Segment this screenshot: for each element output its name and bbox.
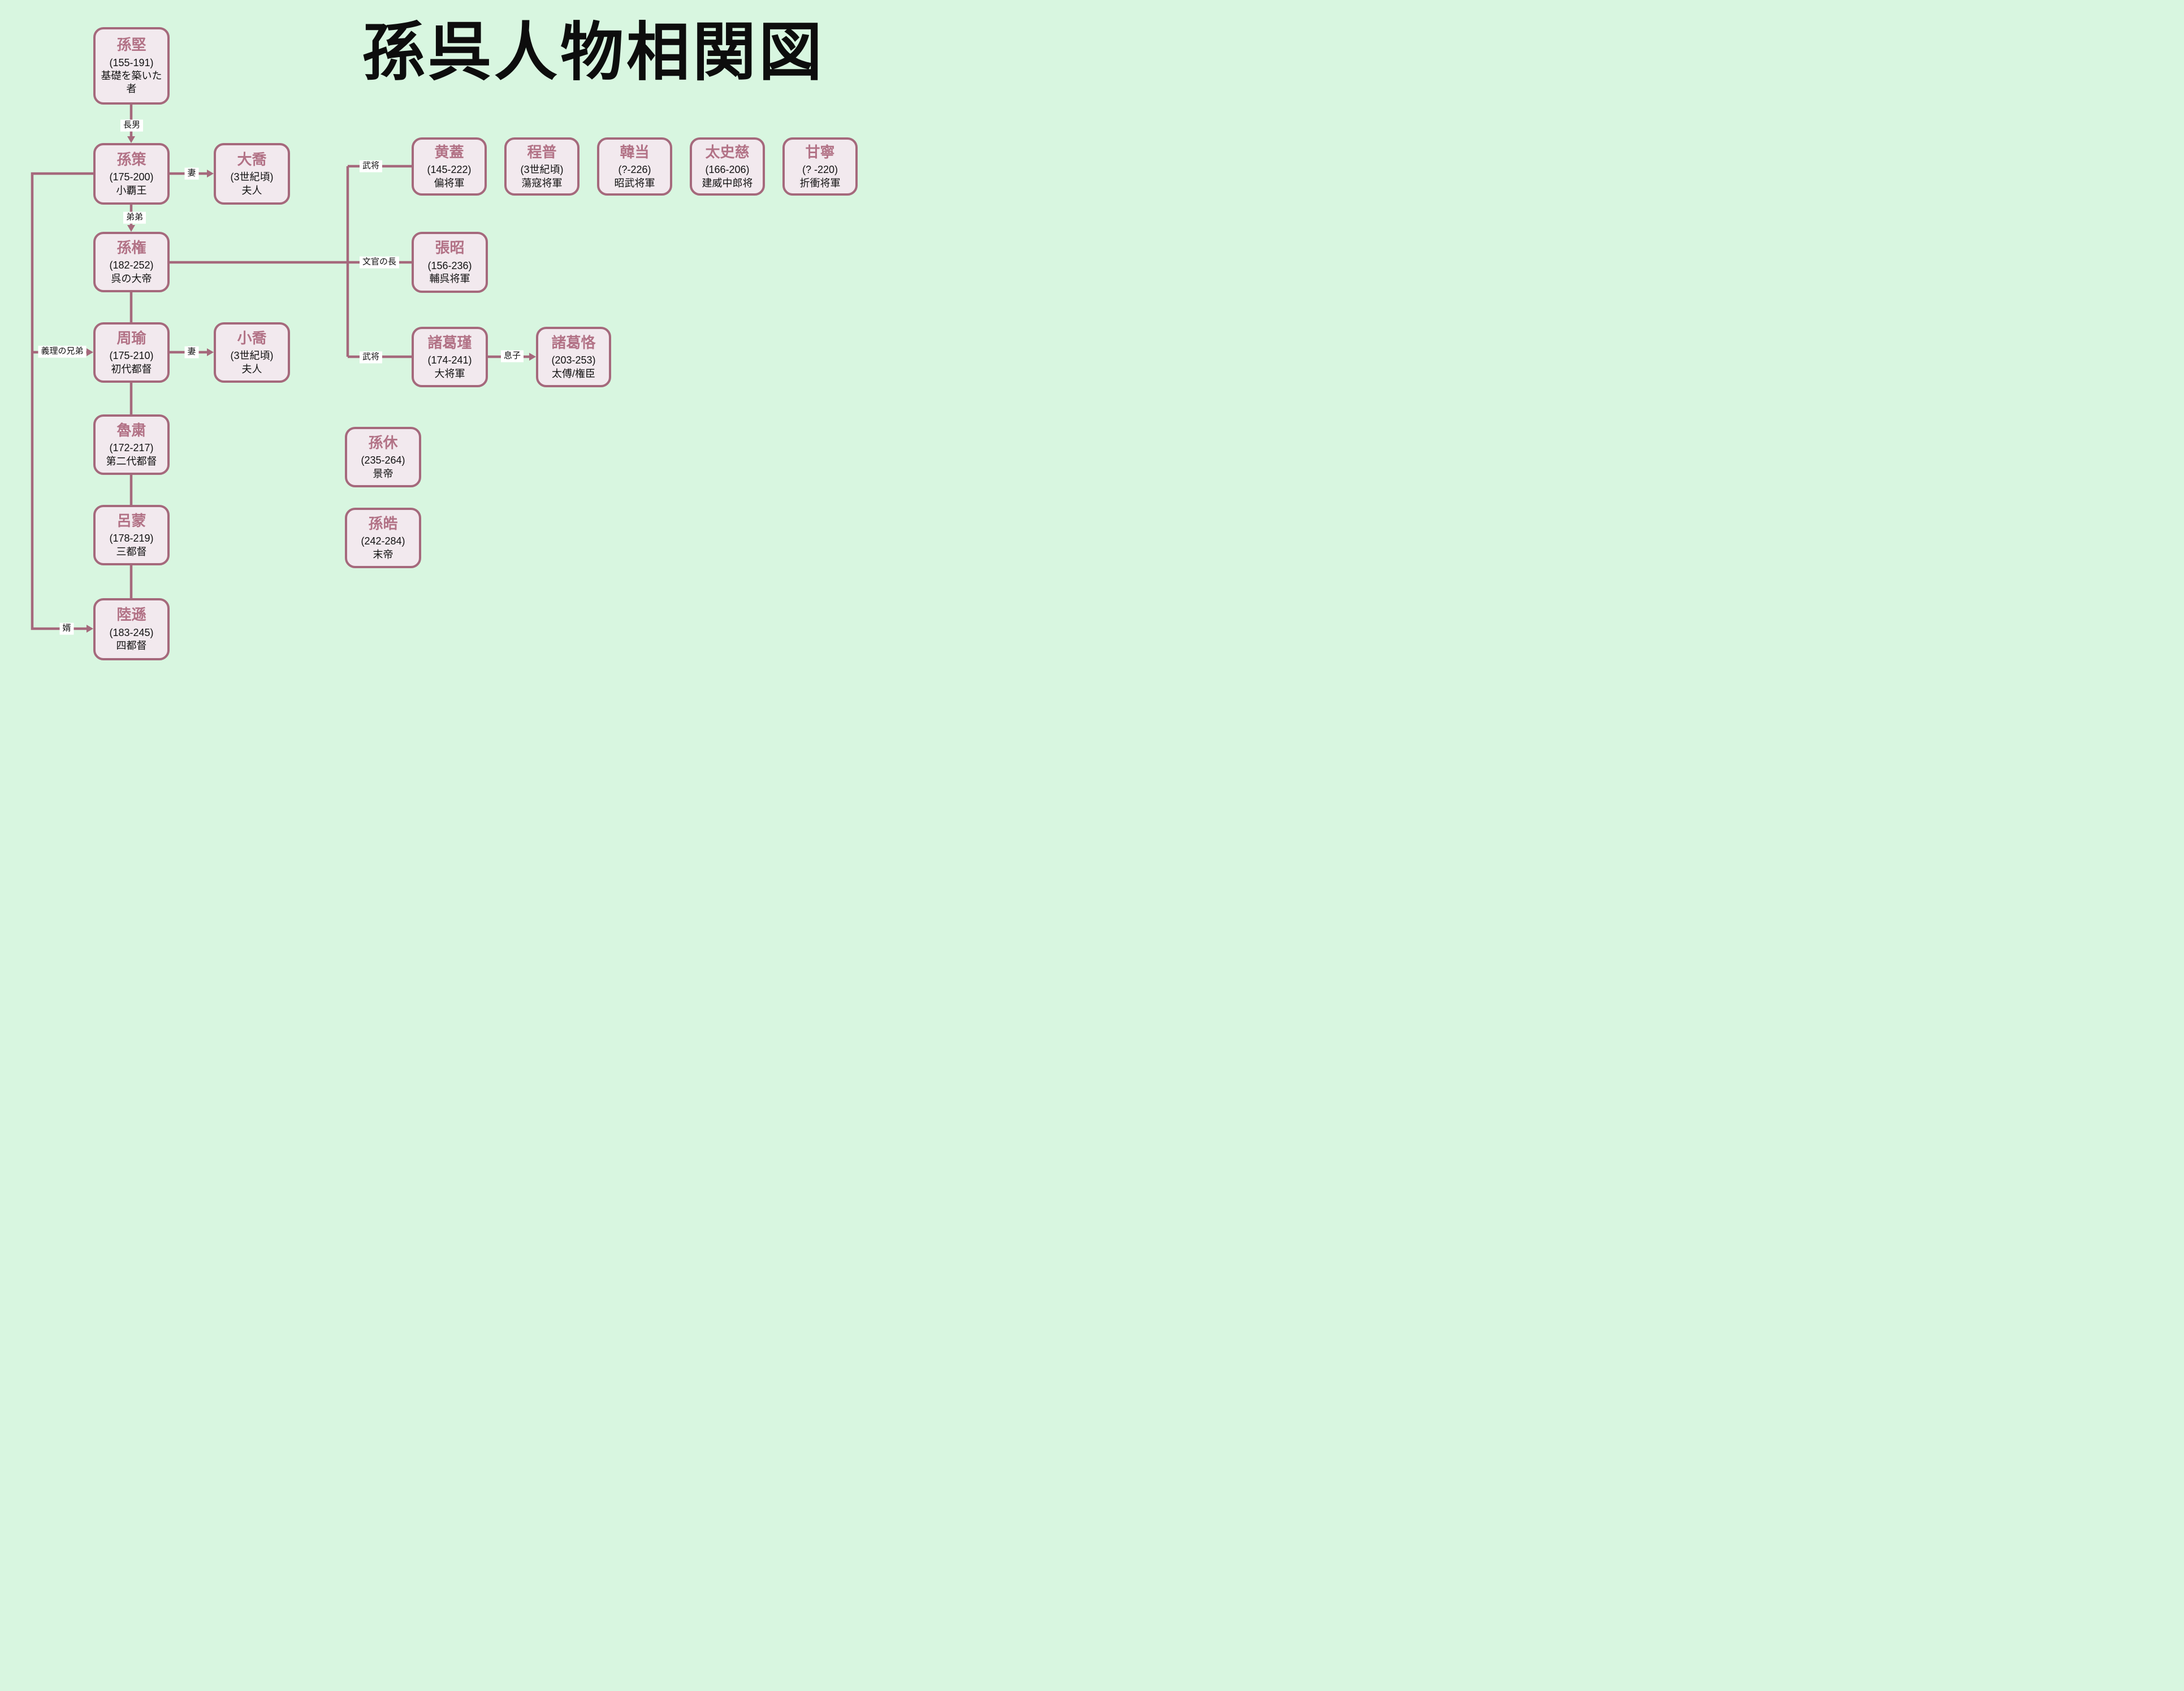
node-role: 景帝	[373, 468, 393, 479]
node-dates: (3世紀頃)	[230, 171, 274, 183]
arrowhead-sunquan	[127, 225, 135, 232]
node-name: 孫権	[116, 239, 146, 256]
node-role: 夫人	[241, 184, 262, 196]
edge-label-8: 武将	[359, 351, 383, 364]
node-role: 建威中郎将	[702, 177, 753, 189]
node-han-dang[interactable]: 韓当 (?-226)昭武将軍	[597, 137, 672, 196]
node-sun-hao[interactable]: 孫皓 (242-284)末帝	[345, 508, 421, 568]
node-role: 第二代都督	[106, 455, 157, 467]
edge-label-5: 婿	[59, 622, 74, 635]
node-dates: (3世紀頃)	[520, 164, 564, 176]
relationship-diagram: 孫呉人物相関図 孫堅 (155-191) 基礎を築いた者孫策 (175-200)小覇王…	[0, 0, 873, 677]
node-role: 末帝	[373, 548, 393, 560]
node-role: 蕩寇将軍	[521, 177, 563, 189]
node-zhou-yu[interactable]: 周瑜 (175-210)初代都督	[93, 322, 170, 383]
edge-label-3: 妻	[184, 346, 199, 358]
node-name: 黄蓋	[434, 143, 464, 161]
node-dates: (155-191)	[109, 57, 154, 68]
node-name: 甘寧	[805, 143, 835, 161]
edge-label-6: 武将	[359, 160, 383, 172]
node-name: 小喬	[237, 329, 267, 347]
node-role: 四都督	[116, 640, 147, 652]
node-lyu-meng[interactable]: 呂蒙 (178-219) 三都督	[93, 505, 170, 565]
node-name: 韓当	[620, 143, 650, 161]
node-role: 三都督	[116, 546, 147, 557]
node-role: 初代都督	[111, 363, 152, 375]
node-name: 陸遜	[116, 606, 146, 624]
node-zhang-zhao[interactable]: 張昭 (156-236) 輔呉将軍	[412, 232, 488, 293]
node-name: 孫策	[116, 150, 146, 168]
node-name: 太史慈	[705, 143, 750, 161]
node-lu-xun[interactable]: 陸遜 (183-245) 四都督	[93, 598, 170, 660]
node-role: 呉の大帝	[111, 273, 152, 284]
node-dates: (183-245)	[109, 626, 154, 638]
node-zhuge-jin[interactable]: 諸葛瑾 (174-241)大将軍	[412, 327, 488, 387]
arrowhead-daqiao	[207, 170, 214, 178]
node-name: 周瑜	[116, 329, 146, 347]
edge-label-4: 義理の兄弟	[38, 345, 87, 358]
edge-label-0: 長男	[120, 119, 144, 132]
node-role: 輔呉将軍	[429, 273, 470, 285]
node-name: 魯粛	[116, 421, 146, 439]
arrowhead-luxun	[87, 625, 93, 633]
node-zhuge-ke[interactable]: 諸葛恪 (203-253)太傅/権臣	[536, 327, 611, 387]
node-lu-su[interactable]: 魯粛 (172-217)第二代都督	[93, 414, 170, 475]
edge-label-1: 弟弟	[123, 211, 146, 224]
node-role: 夫人	[241, 363, 262, 375]
arrowhead-xiaoqiao	[207, 348, 214, 356]
node-dates: (182-252)	[109, 260, 154, 271]
node-dates: (175-200)	[109, 171, 154, 183]
node-dates: (242-284)	[361, 535, 405, 547]
node-role: 小覇王	[116, 184, 147, 196]
edge-label-7: 文官の長	[359, 256, 400, 269]
node-gan-ning[interactable]: 甘寧 (? -220)折衝将軍	[782, 137, 858, 196]
node-name: 孫堅	[116, 36, 146, 54]
node-dates: (235-264)	[361, 455, 405, 466]
arrowhead-sunce	[127, 136, 135, 143]
arrowhead-zhouyu	[87, 348, 93, 356]
node-sun-ce[interactable]: 孫策 (175-200)小覇王	[93, 143, 170, 205]
node-taishi-ci[interactable]: 太史慈 (166-206)建威中郎将	[690, 137, 765, 196]
node-dates: (145-222)	[427, 164, 472, 176]
diagram-title: 孫呉人物相関図	[362, 15, 825, 89]
node-name: 程普	[527, 143, 557, 161]
edge-label-9: 息子	[500, 350, 524, 362]
node-role: 太傅/権臣	[551, 367, 595, 379]
edge-label-2: 妻	[184, 167, 199, 180]
node-dates: (175-210)	[109, 350, 154, 362]
node-dates: (?-226)	[618, 164, 651, 176]
node-xiao-qiao[interactable]: 小喬 (3世紀頃)夫人	[214, 322, 290, 383]
node-name: 張昭	[435, 239, 465, 257]
node-name: 孫休	[368, 434, 398, 451]
node-dates: (? -220)	[802, 164, 838, 176]
node-dates: (172-217)	[109, 442, 154, 454]
node-role: 折衝将軍	[799, 177, 841, 189]
node-name: 呂蒙	[116, 512, 146, 529]
node-dates: (178-219)	[109, 533, 154, 544]
node-role: 偏将軍	[434, 177, 465, 189]
node-name: 孫皓	[368, 514, 398, 532]
node-sun-jian[interactable]: 孫堅 (155-191) 基礎を築いた者	[93, 27, 170, 105]
node-huang-gai[interactable]: 黄蓋 (145-222)偏将軍	[412, 137, 487, 196]
node-role: 大将軍	[434, 367, 465, 379]
node-role: 基礎を築いた者	[101, 70, 162, 95]
node-dates: (166-206)	[705, 164, 750, 176]
node-dates: (174-241)	[427, 354, 472, 366]
node-role: 昭武将軍	[614, 177, 655, 189]
node-da-qiao[interactable]: 大喬 (3世紀頃)夫人	[214, 143, 290, 205]
node-name: 諸葛恪	[551, 334, 596, 351]
node-cheng-pu[interactable]: 程普 (3世紀頃)蕩寇将軍	[504, 137, 579, 196]
node-name: 諸葛瑾	[427, 334, 472, 351]
node-sun-xiu[interactable]: 孫休 (235-264) 景帝	[345, 427, 421, 487]
node-sun-quan[interactable]: 孫権 (182-252) 呉の大帝	[93, 232, 170, 292]
node-dates: (156-236)	[427, 260, 472, 271]
node-dates: (3世紀頃)	[230, 350, 274, 362]
arrowhead-zhugeke	[529, 353, 536, 361]
node-name: 大喬	[237, 150, 267, 168]
edge-sunce-luxun-rail	[31, 172, 93, 630]
node-dates: (203-253)	[551, 354, 596, 366]
